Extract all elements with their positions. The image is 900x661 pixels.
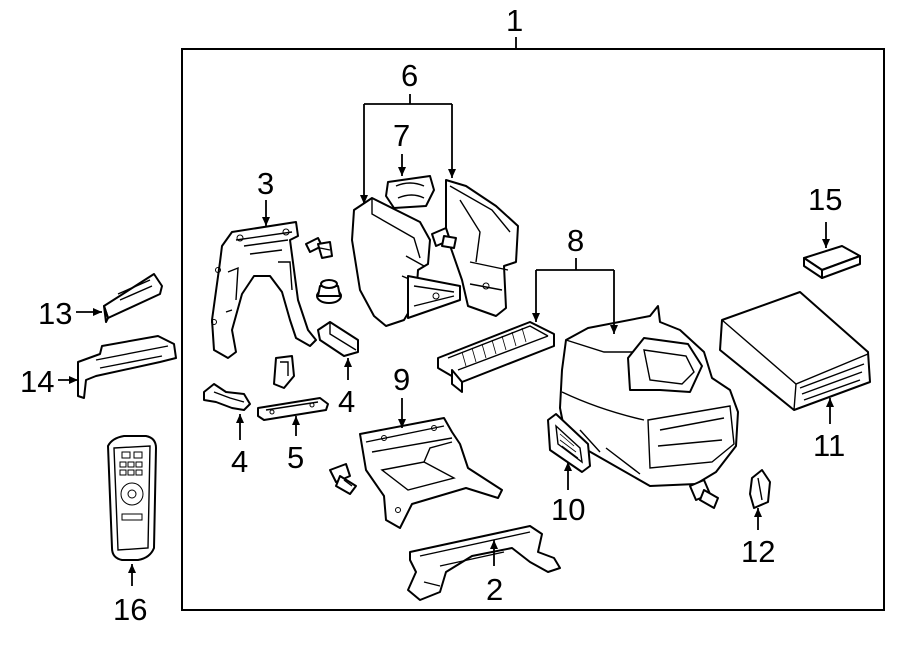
grommet[interactable] (316, 279, 342, 304)
part-6-side-panel-right[interactable] (445, 179, 519, 317)
callout-11: 11 (813, 428, 845, 463)
part-12-knob[interactable] (749, 469, 771, 509)
callout-7: 7 (393, 118, 410, 153)
callout-1: 1 (506, 3, 523, 38)
callout-4-left: 4 (231, 444, 248, 479)
part-8-vent-duct[interactable] (437, 321, 555, 393)
part-13-cover[interactable] (103, 273, 163, 323)
callout-9: 9 (393, 362, 410, 397)
callout-15: 15 (808, 182, 842, 217)
callout-3: 3 (257, 166, 274, 201)
part-3-bracket[interactable] (211, 221, 317, 359)
part-6-side-panel-left[interactable] (351, 197, 461, 327)
bolt[interactable] (431, 227, 457, 249)
bolt[interactable] (329, 463, 357, 495)
assembly-frame (181, 48, 885, 611)
part-10-switch[interactable] (547, 413, 591, 473)
callout-14: 14 (20, 364, 54, 399)
callout-12: 12 (741, 534, 775, 569)
part-8-console-lid[interactable] (559, 305, 739, 487)
callout-13: 13 (38, 296, 72, 331)
clip-fastener[interactable] (305, 237, 333, 259)
part-16-remote-control[interactable] (107, 435, 157, 561)
part-4-retainer-left[interactable] (203, 383, 251, 411)
part-9-tray[interactable] (359, 417, 503, 529)
callout-6: 6 (401, 58, 418, 93)
part-11-unit[interactable] (719, 291, 871, 411)
part-7-pad[interactable] (385, 175, 435, 209)
callout-16: 16 (113, 592, 147, 627)
part-5-trim-strip[interactable] (257, 397, 329, 421)
bolt[interactable] (689, 479, 719, 509)
part-2-lower-bracket[interactable] (407, 525, 561, 601)
callout-2: 2 (486, 572, 503, 607)
part-15-block[interactable] (803, 245, 861, 279)
part-14-cover[interactable] (77, 335, 177, 399)
callout-5: 5 (287, 440, 304, 475)
callout-4-right: 4 (338, 384, 355, 419)
small-clip[interactable] (273, 355, 295, 389)
callout-8: 8 (567, 223, 584, 258)
callout-10: 10 (551, 492, 585, 527)
part-4-retainer-right[interactable] (317, 321, 359, 357)
